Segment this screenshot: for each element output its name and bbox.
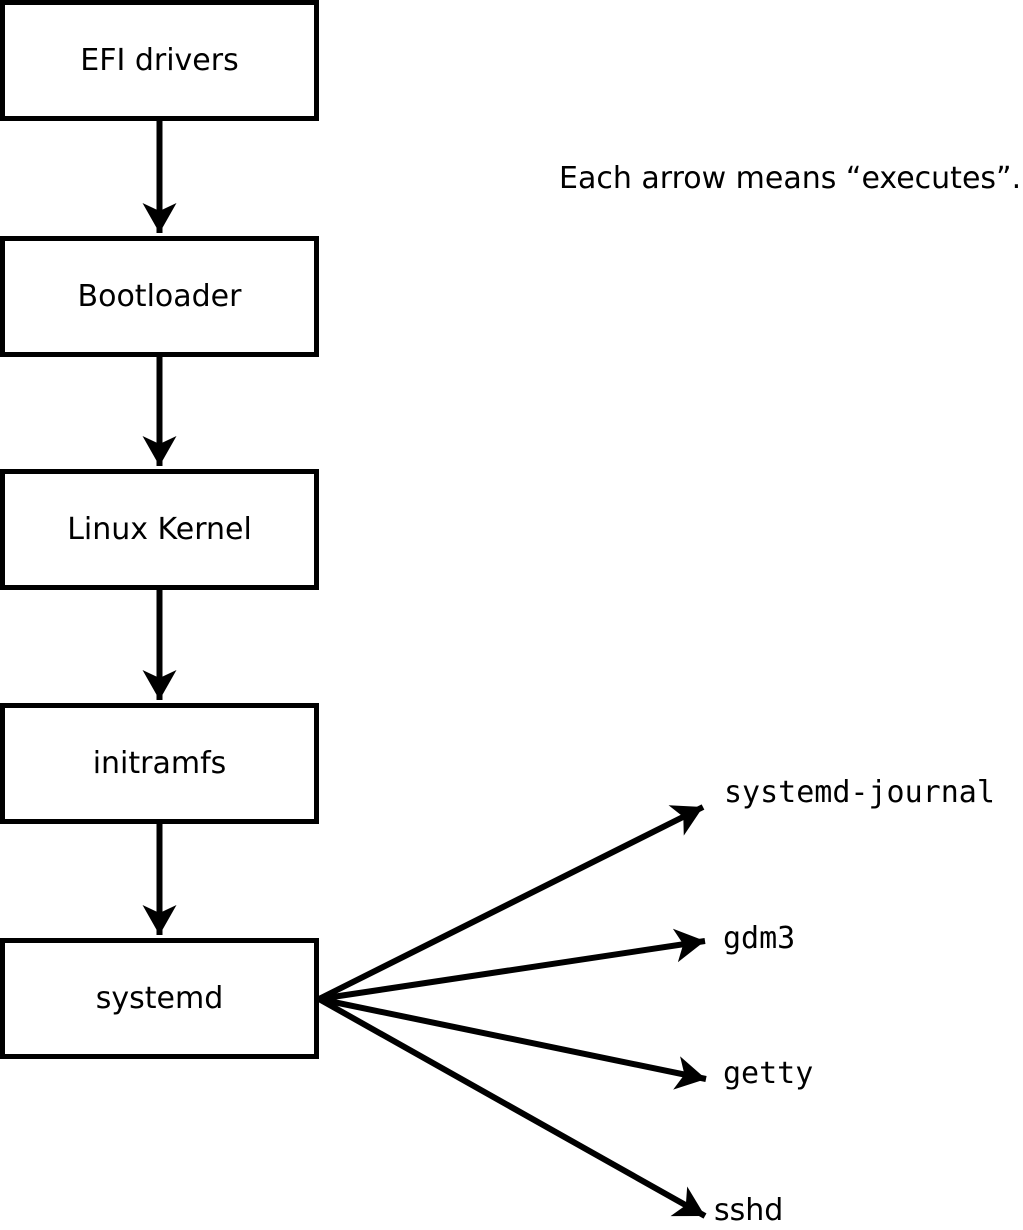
- arrow-systemd-to-getty: [318, 996, 707, 1090]
- process-label-gdm3: gdm3: [723, 921, 796, 956]
- node-initramfs: initramfs: [0, 703, 319, 824]
- node-bootloader: Bootloader: [0, 236, 319, 357]
- node-initramfs-label: initramfs: [92, 745, 227, 781]
- node-systemd-label: systemd: [95, 980, 224, 1016]
- process-label-sshd: sshd: [714, 1193, 784, 1228]
- process-label-getty: getty: [723, 1056, 814, 1091]
- process-label-systemd-journal: systemd-journal: [724, 775, 995, 810]
- node-linux-kernel: Linux Kernel: [0, 469, 319, 590]
- arrow-systemd-to-sshd: [317, 996, 707, 1219]
- node-systemd: systemd: [0, 938, 319, 1059]
- node-linux-kernel-label: Linux Kernel: [67, 511, 252, 547]
- node-efi-drivers: EFI drivers: [0, 0, 319, 121]
- arrow-meaning-note: Each arrow means “executes”.: [559, 161, 1022, 196]
- node-efi-drivers-label: EFI drivers: [80, 42, 239, 78]
- arrow-systemd-to-gdm3: [318, 928, 706, 1002]
- arrow-systemd-to-journal: [317, 804, 705, 1002]
- node-bootloader-label: Bootloader: [77, 278, 242, 314]
